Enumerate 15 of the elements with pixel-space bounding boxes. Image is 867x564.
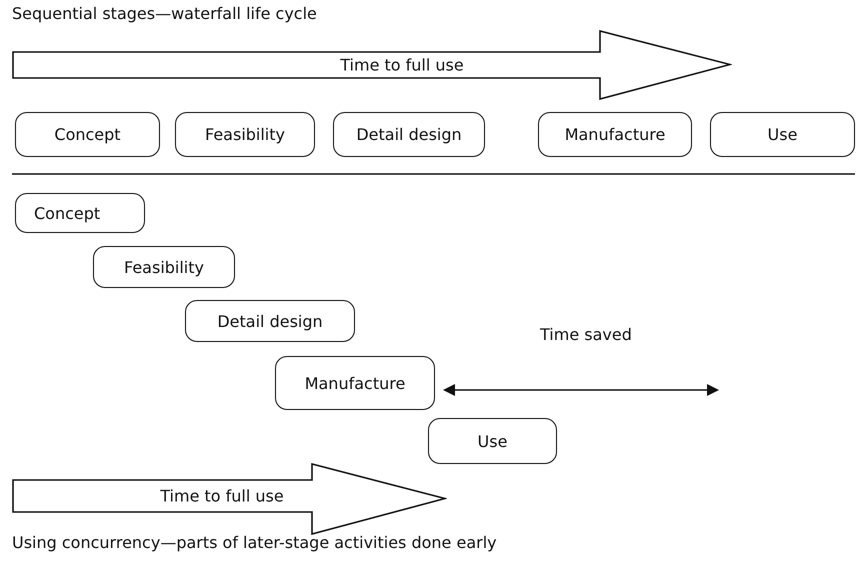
block-arrow: Time to full use	[12, 463, 447, 535]
stage-box: Manufacture	[538, 112, 692, 157]
stage-box: Manufacture	[275, 356, 435, 410]
stage-box: Concept	[15, 112, 160, 157]
stage-box: Detail design	[185, 300, 355, 342]
stage-box: Concept	[15, 193, 145, 233]
stage-box: Feasibility	[175, 112, 315, 157]
caption: Using concurrency—parts of later-stage activities done early	[12, 533, 497, 552]
heading: Sequential stages—waterfall life cycle	[12, 4, 317, 23]
stage-box: Use	[710, 112, 855, 157]
dimension-label: Time saved	[540, 325, 632, 344]
block-arrow: Time to full use	[12, 30, 732, 100]
stage-box: Use	[428, 418, 557, 464]
stage-box: Detail design	[333, 112, 485, 157]
stage-box: Feasibility	[93, 246, 235, 288]
